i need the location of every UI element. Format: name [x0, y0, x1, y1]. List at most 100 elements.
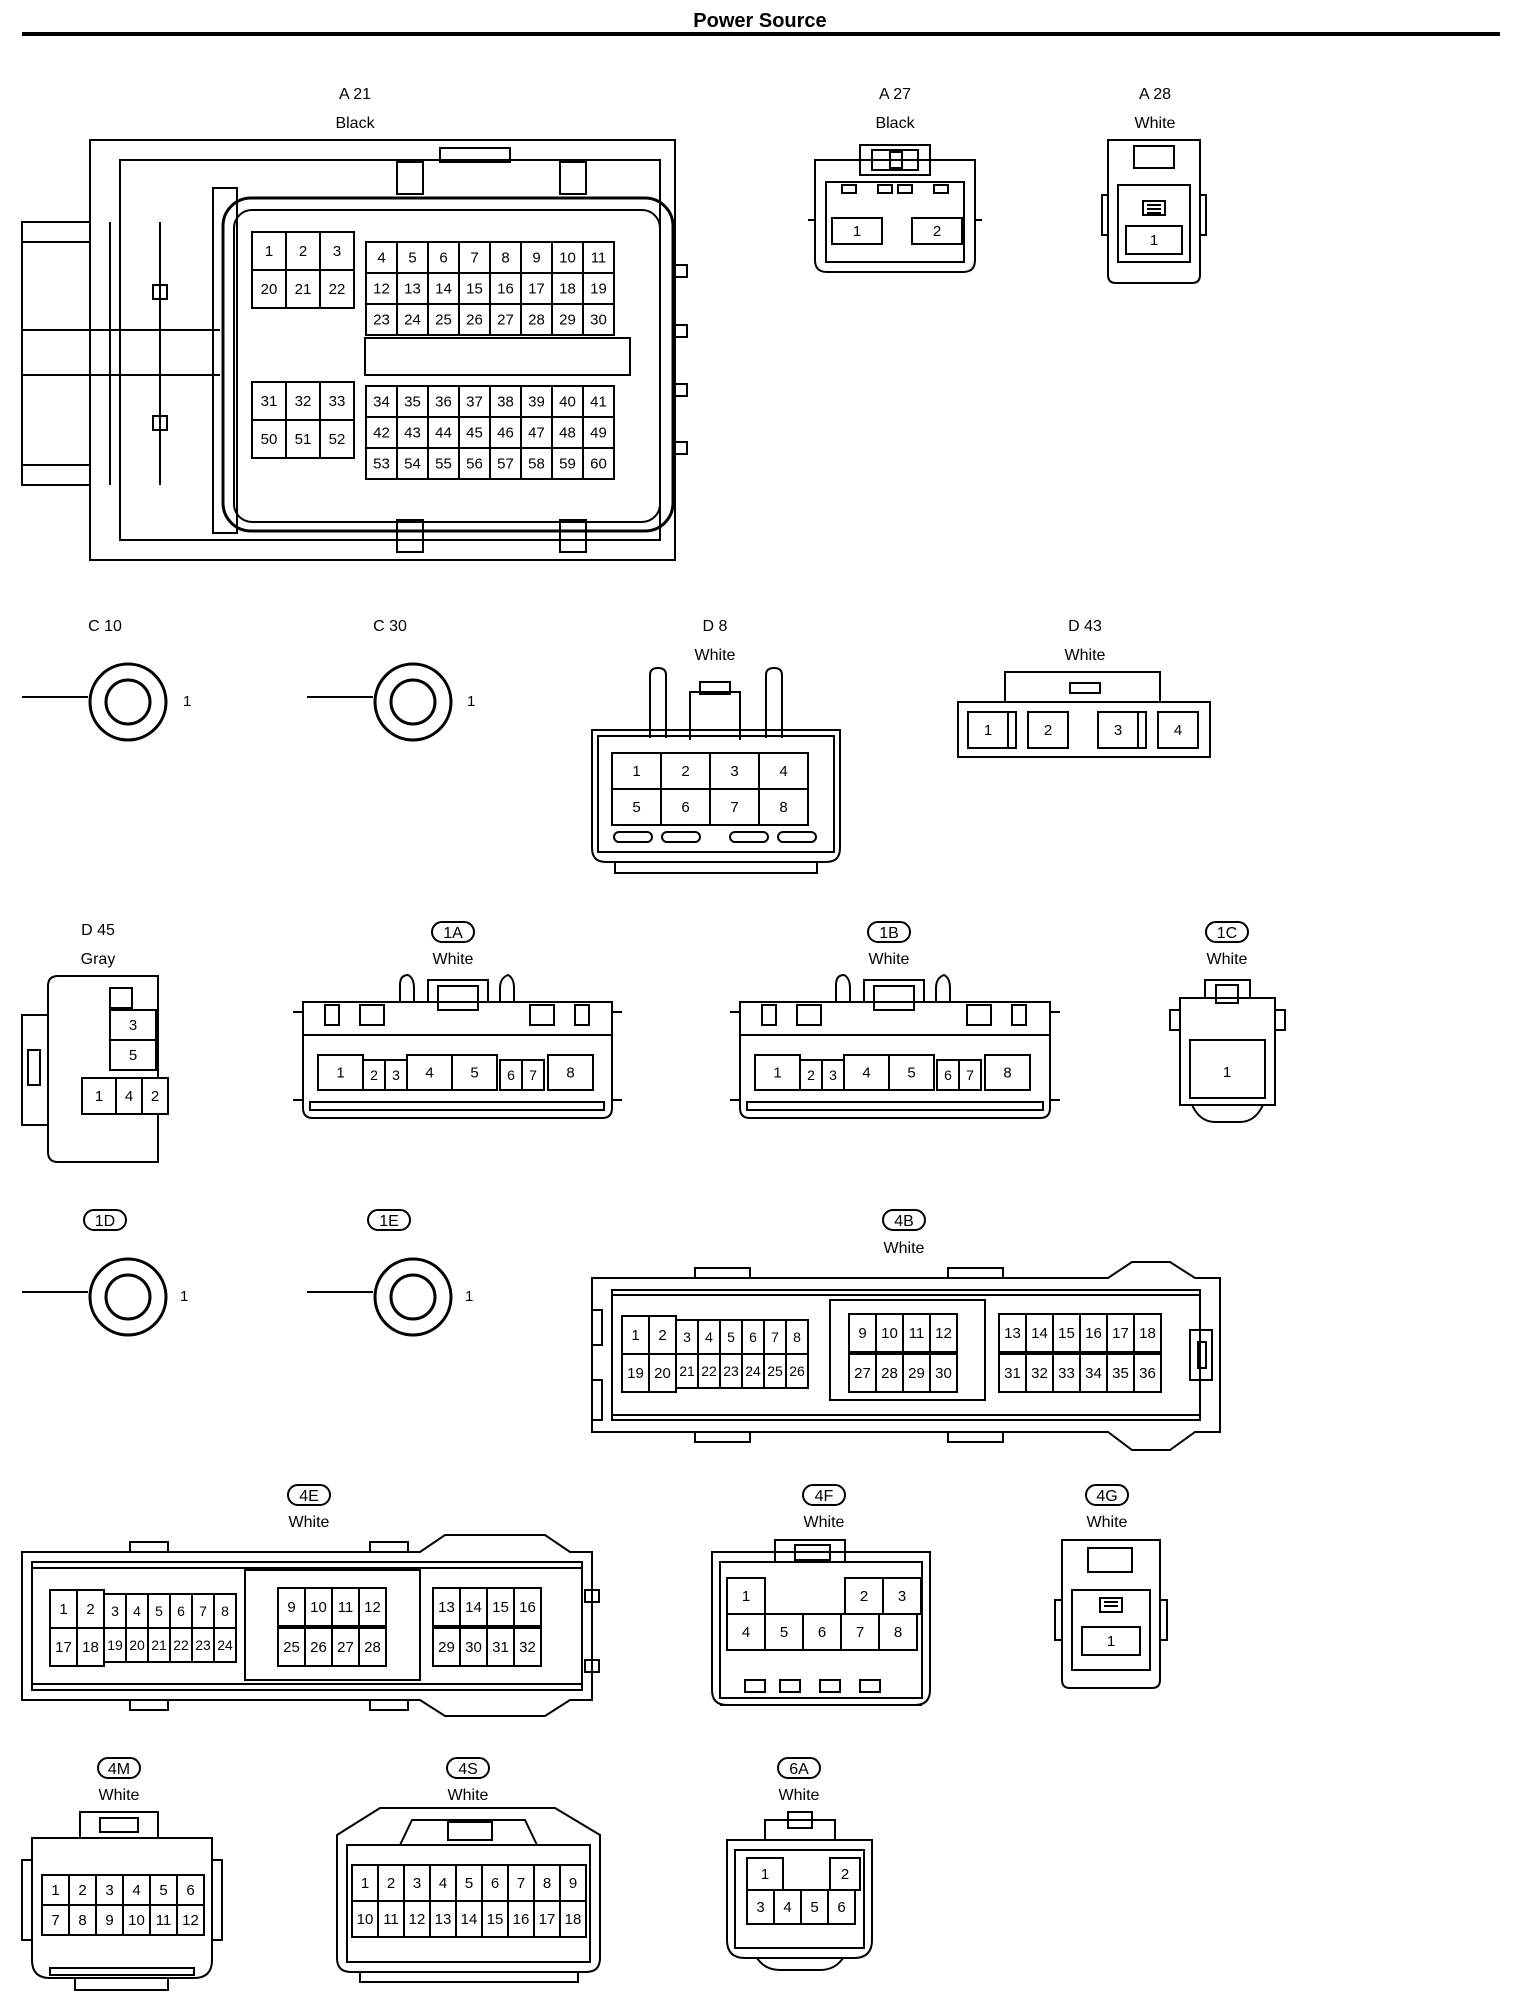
- pin-number: 54: [404, 456, 421, 473]
- pin-cell: [758, 788, 809, 826]
- pin-3: 3: [103, 1593, 127, 1629]
- pin-6: 6: [499, 1059, 523, 1091]
- pin-33: 33: [1052, 1353, 1081, 1393]
- pin-number: 52: [329, 431, 346, 448]
- pin-17: 17: [49, 1627, 78, 1667]
- pin-number: 28: [881, 1365, 898, 1382]
- pin-number: 8: [566, 1065, 574, 1082]
- pin-cell: [582, 241, 615, 274]
- connector-1d: 1D 1: [22, 1209, 188, 1337]
- pin-cell: [396, 385, 429, 418]
- pin-number: 36: [1139, 1365, 1156, 1382]
- pin-number: 2: [370, 1067, 378, 1083]
- pin-number: 6: [177, 1603, 185, 1619]
- pin-1: 1: [726, 1577, 766, 1615]
- pin-number: 31: [261, 393, 278, 410]
- pin-number: 13: [438, 1599, 455, 1616]
- pin-number: 21: [151, 1637, 167, 1653]
- pin-number: 25: [283, 1639, 300, 1656]
- pin-label: 1: [467, 693, 475, 710]
- pin-26: 26: [785, 1353, 809, 1389]
- pin-cell: [520, 447, 553, 480]
- ring-terminal: [88, 662, 168, 742]
- pin-number: 7: [771, 1329, 779, 1345]
- connector-code: 4B: [894, 1213, 914, 1230]
- pin-cell: [365, 303, 398, 336]
- pin-cell: [1081, 1626, 1141, 1656]
- pin-cell: [611, 788, 662, 826]
- pin-cell: [427, 416, 460, 449]
- pin-54: 54: [396, 447, 429, 480]
- pin-2: 2: [76, 1589, 105, 1629]
- pin-15: 15: [486, 1587, 515, 1627]
- pin-11: 11: [902, 1313, 931, 1353]
- pin-cell: [176, 1904, 205, 1936]
- connector-4m: 4M White: [21, 1757, 223, 1991]
- pin-29: 29: [551, 303, 584, 336]
- pin-cell: [902, 1353, 931, 1393]
- pin-number: 30: [935, 1365, 952, 1382]
- pin-60: 60: [582, 447, 615, 480]
- pin-number: 17: [55, 1639, 72, 1656]
- d43-housing: [957, 671, 1211, 758]
- pin-label: 1: [180, 1288, 188, 1305]
- pin-number: 1: [761, 1866, 769, 1883]
- pin-cell: [831, 217, 883, 245]
- pin-7: 7: [763, 1319, 787, 1355]
- pin-5: 5: [455, 1864, 483, 1902]
- pin-number: 20: [261, 281, 278, 298]
- connector-code: D 45: [81, 922, 115, 939]
- pin-1: 1: [251, 231, 287, 271]
- pin-number: 3: [898, 1588, 906, 1605]
- pin-cell: [998, 1353, 1027, 1393]
- pin-32: 32: [1025, 1353, 1054, 1393]
- pin-number: 31: [492, 1639, 509, 1656]
- pin-cell: [365, 447, 398, 480]
- pin-number: 16: [497, 281, 514, 298]
- pin-number: 57: [497, 456, 514, 473]
- pin-cell: [984, 1054, 1031, 1091]
- pin-7: 7: [840, 1613, 880, 1651]
- pin-label: 1: [183, 693, 191, 710]
- connector-code-badge: [1085, 1484, 1129, 1506]
- pin-1: 1: [1223, 1064, 1231, 1081]
- pin-31: 31: [998, 1353, 1027, 1393]
- pin-cell: [513, 1627, 542, 1667]
- pin-8: 8: [758, 788, 809, 826]
- pin-29: 29: [432, 1627, 461, 1667]
- ring-terminal: [373, 1257, 453, 1337]
- pin-number: 7: [856, 1624, 864, 1641]
- pin-2: 2: [911, 217, 963, 245]
- pin-7: 7: [191, 1593, 215, 1629]
- pin-14: 14: [455, 1900, 483, 1938]
- pin-number: 53: [373, 456, 390, 473]
- pin-number: 9: [105, 1912, 113, 1929]
- pin-cell: [427, 447, 460, 480]
- pin-cell: [432, 1587, 461, 1627]
- pin-5: 5: [451, 1054, 498, 1091]
- pin-number: 21: [295, 281, 312, 298]
- pin-number: 4: [377, 250, 385, 267]
- pin-number: 50: [261, 431, 278, 448]
- pin-number: 47: [528, 425, 545, 442]
- pin-number: 17: [528, 281, 545, 298]
- pin-number: 8: [894, 1624, 902, 1641]
- page-title: Power Source: [693, 10, 826, 32]
- pin-cell: [582, 303, 615, 336]
- pin-number: 51: [295, 431, 312, 448]
- pin-4: 4: [365, 241, 398, 274]
- pin-28: 28: [520, 303, 553, 336]
- pin-number: 21: [679, 1363, 695, 1379]
- pin-number: 7: [470, 250, 478, 267]
- pin-number: 1: [853, 223, 861, 240]
- pin-28: 28: [358, 1627, 387, 1667]
- pin-2: 2: [648, 1315, 677, 1355]
- pin-number: 7: [529, 1067, 537, 1083]
- pin-number: 5: [159, 1882, 167, 1899]
- pin-cell: [929, 1353, 958, 1393]
- pin-17: 17: [533, 1900, 561, 1938]
- connector-color: White: [884, 1240, 925, 1257]
- pin-16: 16: [489, 272, 522, 305]
- pin-number: 7: [51, 1912, 59, 1929]
